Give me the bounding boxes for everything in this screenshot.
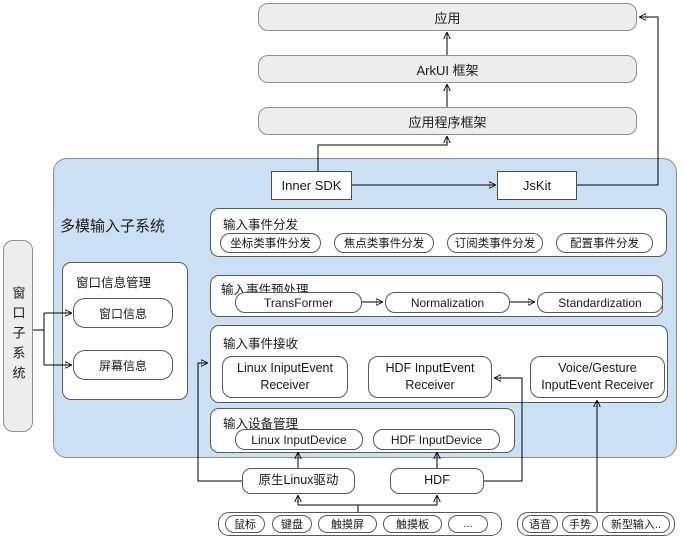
- section-input-event-receive-title: 输入事件接收: [223, 337, 299, 351]
- pill-mouse: 鼠标: [225, 515, 265, 533]
- box-app-framework: 应用程序框架: [258, 107, 637, 135]
- connector-devices-left-trunk: [298, 504, 437, 512]
- pill-standardization: Standardization: [537, 292, 663, 313]
- pill-transformer: TransFormer: [235, 292, 362, 313]
- box-linux-inputevent-receiver: Linux IniputEvent Receiver: [222, 356, 348, 398]
- section-input-event-dispatch-title: 输入事件分发: [223, 218, 299, 232]
- subsystem-title: 多模输入子系统: [60, 218, 166, 235]
- pill-touchpad: 触摸板: [383, 515, 442, 533]
- pill-config-event-dispatch: 配置事件分发: [556, 233, 653, 253]
- pill-normalization: Normalization: [385, 292, 510, 313]
- box-inner-sdk: Inner SDK: [271, 171, 352, 200]
- pill-more-devices: ...: [448, 515, 488, 533]
- box-app: 应用: [258, 3, 637, 31]
- pill-gesture: 手势: [562, 515, 598, 533]
- section-window-info-mgmt-title: 窗口信息管理: [76, 276, 152, 290]
- box-jskit: JsKit: [497, 171, 577, 200]
- pill-window-info: 窗口信息: [73, 298, 173, 328]
- pill-hdf-inputdevice: HDF InputDevice: [373, 429, 500, 450]
- pill-touchscreen: 触摸屏: [318, 515, 377, 533]
- pill-linux-inputdevice: Linux InputDevice: [235, 429, 363, 450]
- pill-new-input: 新型输入..: [602, 515, 670, 533]
- pill-screen-info: 屏幕信息: [73, 350, 173, 380]
- window-subsystem-label: 窗口子系统: [10, 286, 26, 386]
- box-hdf-inputevent-receiver: HDF InputEvent Receiver: [368, 356, 492, 398]
- box-native-linux-driver: 原生Linux驱动: [242, 468, 355, 494]
- box-hdf: HDF: [390, 468, 484, 494]
- pill-focus-event-dispatch: 焦点类事件分发: [334, 233, 434, 253]
- pill-coordinate-event-dispatch: 坐标类事件分发: [220, 233, 321, 253]
- pill-keyboard: 键盘: [272, 515, 312, 533]
- window-subsystem-box: 窗口子系统: [3, 240, 33, 432]
- box-voice-gesture-inputevent-receiver: Voice/Gesture InputEvent Receiver: [530, 356, 665, 398]
- pill-subscribe-event-dispatch: 订阅类事件分发: [447, 233, 543, 253]
- pill-voice: 语音: [522, 515, 558, 533]
- connector-window-subsystem-trunk: [33, 313, 45, 365]
- box-arkui-framework: ArkUI 框架: [258, 55, 637, 83]
